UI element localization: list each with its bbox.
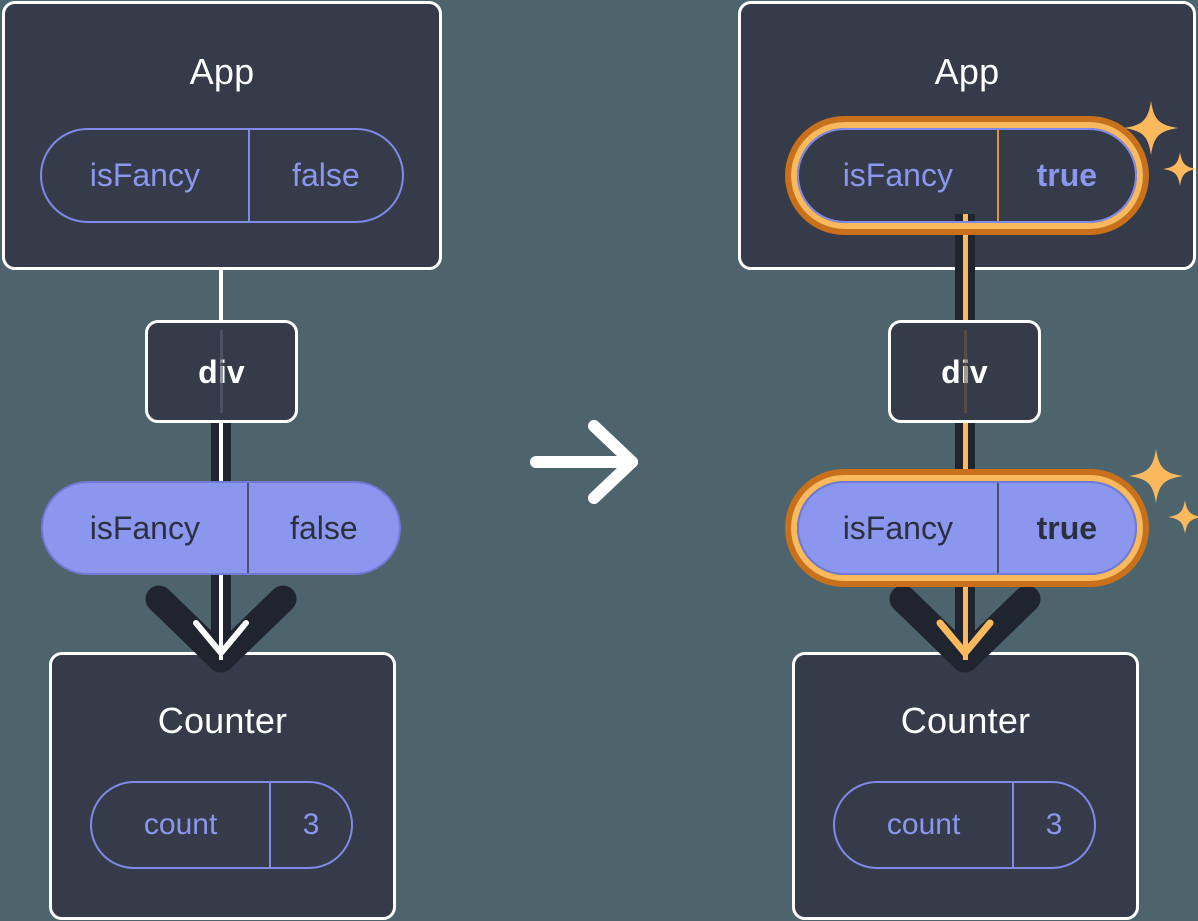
right-arrow-icon	[530, 420, 638, 504]
arrowhead-props-to-counter-right-tip	[936, 619, 994, 657]
node-app-title-right: App	[934, 51, 1000, 92]
state-pill-app-right-name: isFancy	[842, 157, 953, 193]
state-pill-app-right[interactable]: isFancy true	[797, 128, 1137, 223]
props-pill-right-name: isFancy	[842, 509, 953, 546]
props-pill-left-value: false	[246, 483, 399, 573]
edge-app-to-div-left	[219, 268, 223, 322]
props-pill-right-value: true	[996, 483, 1135, 573]
state-pill-app-right-value: true	[996, 130, 1135, 221]
node-counter-title-left: Counter	[157, 700, 288, 741]
state-pill-counter-left[interactable]: count 3	[90, 781, 353, 869]
edge-through-div-left	[220, 330, 223, 413]
edge-through-div-right	[964, 330, 967, 413]
edge-div-to-props-left-line	[219, 418, 223, 488]
props-pill-left[interactable]: isFancy false	[41, 481, 401, 575]
arrowhead-props-to-counter-left-tip	[193, 620, 249, 656]
state-pill-counter-right[interactable]: count 3	[833, 781, 1096, 869]
props-pill-right[interactable]: isFancy true	[797, 481, 1137, 575]
state-pill-app-left-value: false	[247, 130, 402, 221]
edge-app-to-div-right-line	[963, 214, 968, 324]
state-pill-app-left-name: isFancy	[89, 157, 200, 193]
state-pill-counter-right-value: 3	[1012, 783, 1094, 867]
sparkles-icon-props-right	[1129, 449, 1198, 534]
node-app-title-left: App	[189, 51, 255, 92]
edge-props-to-counter-right-line	[963, 560, 968, 660]
state-pill-counter-left-value: 3	[269, 783, 351, 867]
node-counter-title-right: Counter	[900, 700, 1031, 741]
sparkles-icon-app-right	[1124, 101, 1197, 186]
props-pill-left-name: isFancy	[89, 509, 200, 546]
state-pill-counter-right-name: count	[886, 808, 961, 841]
edge-div-to-props-right-line	[963, 418, 968, 488]
state-pill-app-left[interactable]: isFancy false	[40, 128, 404, 223]
state-pill-counter-left-name: count	[143, 808, 218, 841]
edge-props-to-counter-left-line	[219, 560, 223, 660]
